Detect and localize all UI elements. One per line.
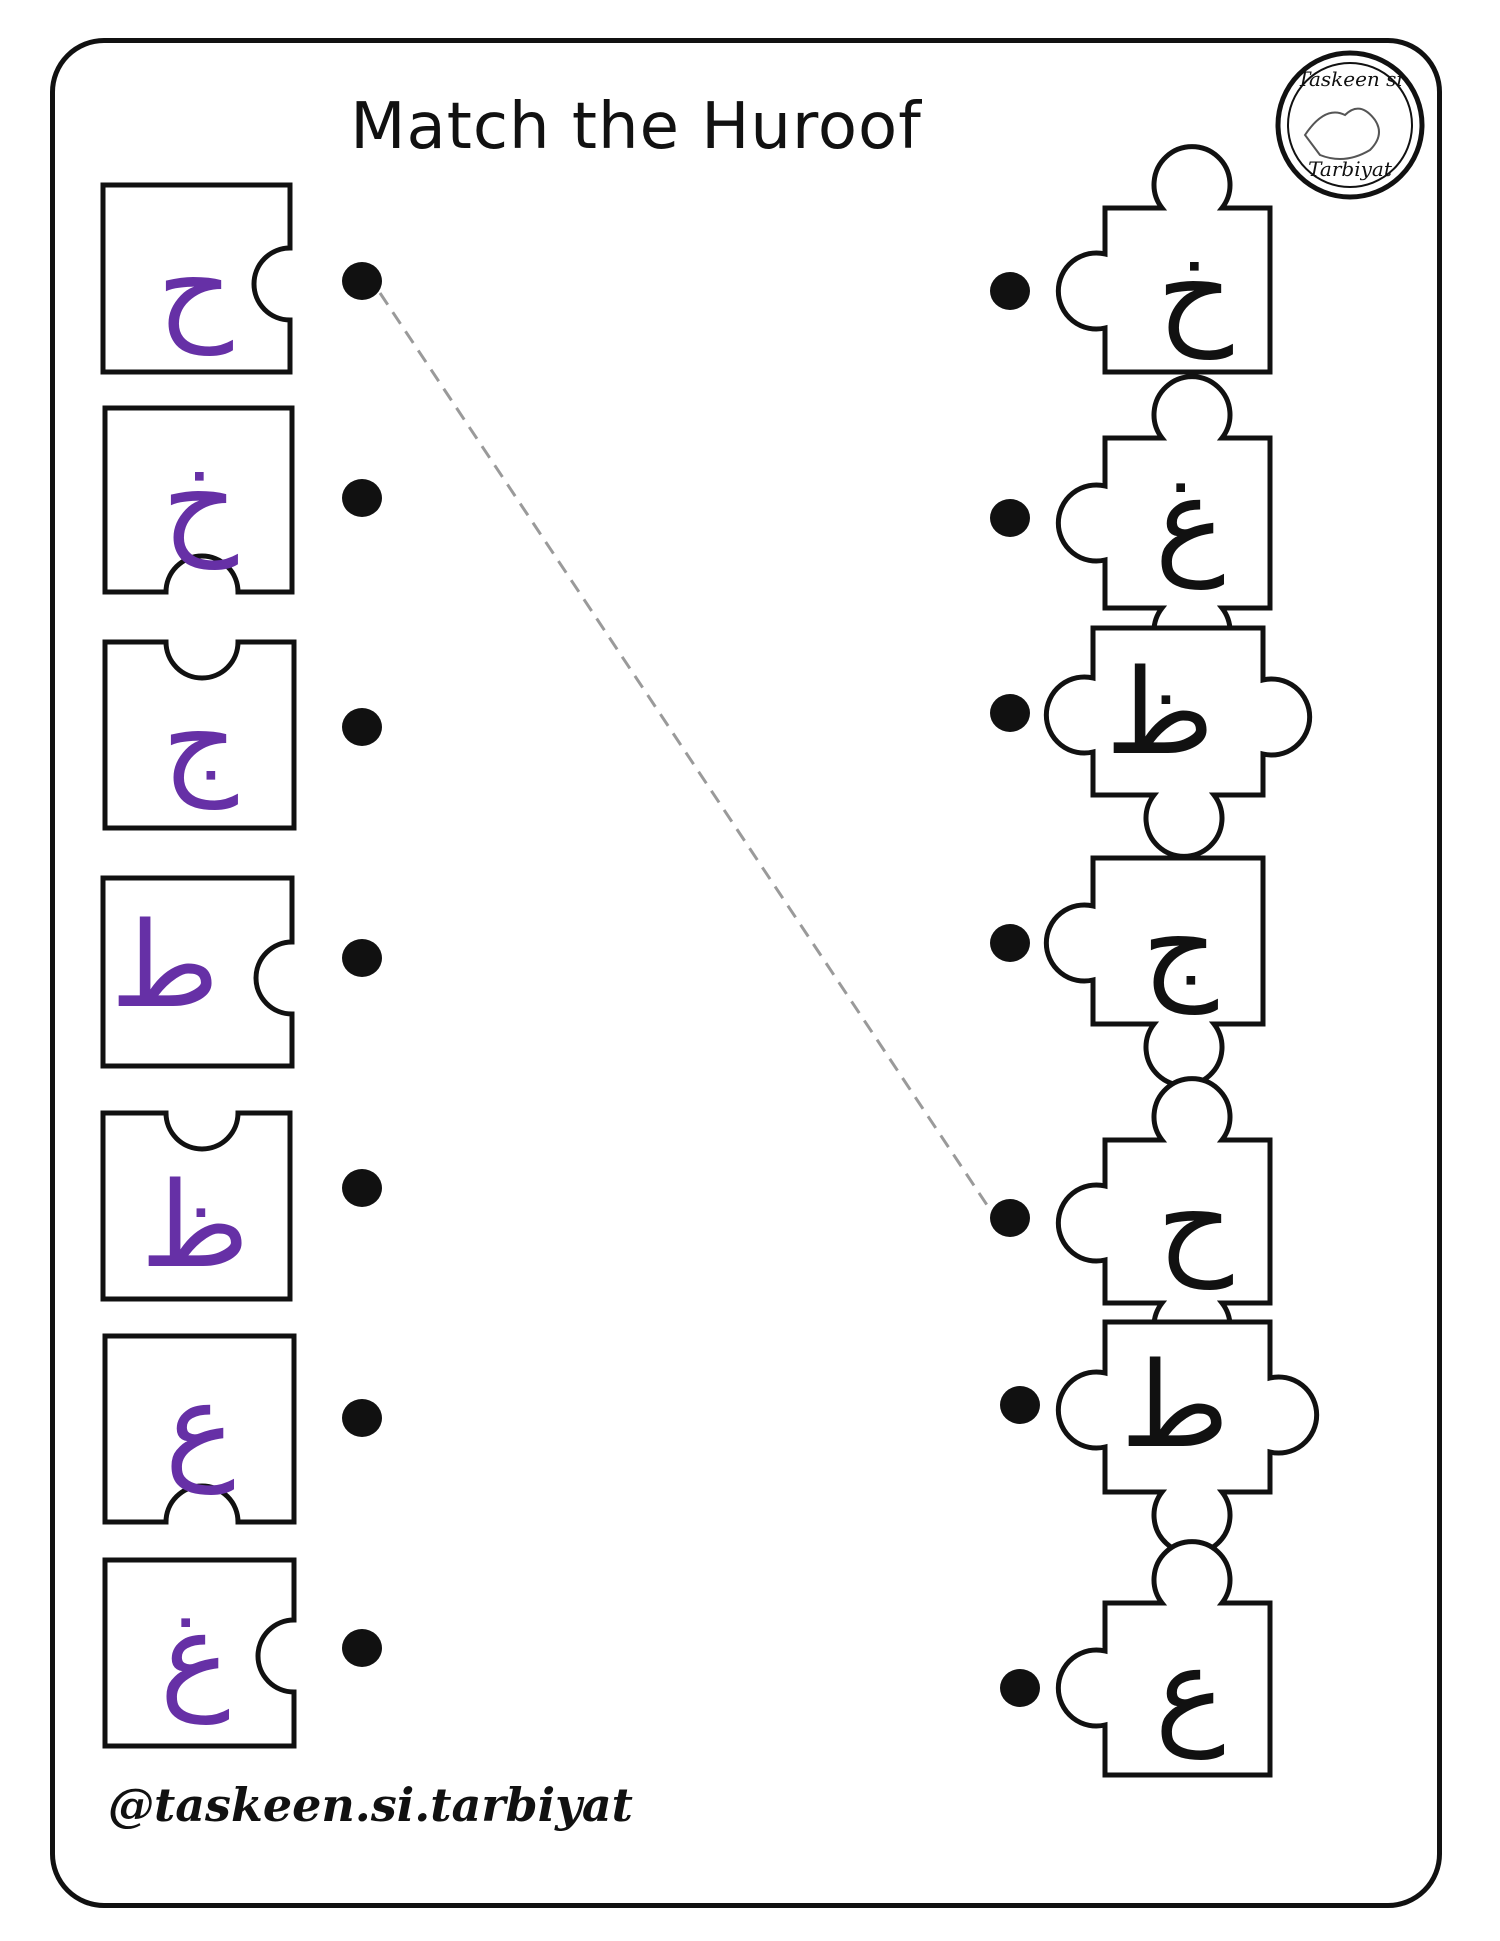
right-letter: غ (1155, 451, 1225, 590)
svg-text:Tarbiyat: Tarbiyat (1308, 157, 1393, 181)
right-dot[interactable] (990, 272, 1030, 310)
left-piece: ظ (100, 1110, 293, 1302)
footer-handle: @taskeen.si.tarbiyat (108, 1778, 633, 1832)
right-letter: ج (1142, 876, 1219, 1015)
example-match-line (378, 292, 997, 1218)
left-piece: ج (102, 639, 297, 831)
left-piece: غ (102, 1557, 297, 1749)
right-dot[interactable] (990, 924, 1030, 962)
right-letter: خ (1157, 221, 1234, 360)
right-piece: ظ (1043, 625, 1313, 859)
svg-text:Taskeen si: Taskeen si (1297, 67, 1403, 91)
left-dot[interactable] (342, 262, 382, 300)
right-piece: خ (1055, 144, 1273, 375)
right-dot[interactable] (990, 694, 1030, 732)
page-title: Match the Huroof (350, 90, 922, 164)
right-dot[interactable] (1000, 1669, 1040, 1707)
left-dot[interactable] (342, 939, 382, 977)
left-dot[interactable] (342, 708, 382, 746)
left-letter: ح (157, 217, 234, 356)
taskeen-logo: Taskeen si Tarbiyat (1275, 50, 1425, 200)
right-letter: ح (1157, 1151, 1234, 1290)
right-dot[interactable] (1000, 1386, 1040, 1424)
right-piece: ط (1055, 1319, 1320, 1556)
left-piece: خ (102, 405, 295, 595)
left-dot[interactable] (342, 1169, 382, 1207)
left-dot[interactable] (342, 479, 382, 517)
left-letter: خ (162, 431, 239, 570)
right-dot[interactable] (990, 1199, 1030, 1237)
left-piece: ع (102, 1333, 297, 1525)
left-dot[interactable] (342, 1399, 382, 1437)
left-piece: ط (100, 875, 295, 1069)
right-letter: ط (1120, 1336, 1229, 1474)
right-piece: غ (1055, 374, 1273, 672)
left-letter: ج (162, 671, 239, 810)
right-piece: ع (1055, 1539, 1273, 1778)
right-piece: ج (1043, 855, 1266, 1088)
left-letter: ظ (140, 1156, 249, 1294)
left-piece: ح (100, 182, 293, 375)
left-letter: غ (160, 1586, 230, 1725)
right-dot[interactable] (990, 499, 1030, 537)
left-dot[interactable] (342, 1629, 382, 1667)
left-letter: ع (165, 1356, 235, 1495)
right-letter: ظ (1105, 643, 1214, 781)
left-letter: ط (110, 896, 219, 1034)
right-letter: ع (1155, 1621, 1225, 1760)
